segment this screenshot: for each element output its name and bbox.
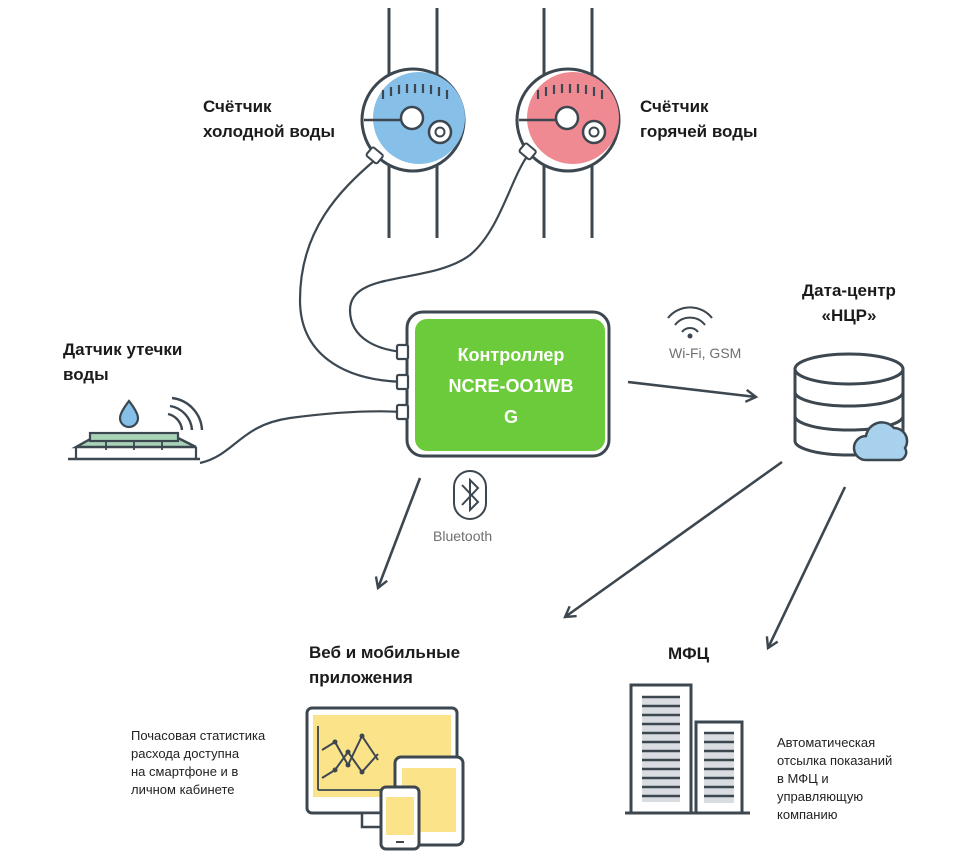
apps-note: Почасовая статистика расхода доступна на… [131, 728, 266, 797]
mfc-note: Автоматическая отсылка показаний в МФЦ и… [777, 735, 893, 822]
controller-label: Контроллер NCRE-OO1WB G [448, 344, 574, 427]
controller-box [395, 310, 611, 458]
buildings-icon [625, 683, 750, 815]
leak-sensor-icon [68, 396, 204, 461]
water-pipes [387, 8, 594, 238]
arrow-controller-to-apps [378, 477, 422, 588]
sensor-cables [199, 154, 529, 465]
cold-water-meter-icon [360, 67, 466, 173]
bluetooth-label: Bluetooth [433, 528, 493, 544]
mfc-label: МФЦ [668, 644, 710, 663]
hot-water-meter-icon [515, 67, 621, 173]
wifi-label: Wi-Fi, GSM [669, 345, 742, 361]
cloud-icon [852, 421, 909, 462]
phone-icon [379, 785, 421, 851]
wifi-icon [667, 306, 713, 339]
bluetooth-icon [453, 470, 487, 520]
arrow-datacenter-to-mfc [768, 486, 847, 648]
arrow-datacenter-to-apps [565, 460, 783, 617]
datacenter-label: Дата-центр«НЦР» [802, 281, 896, 325]
arrow-controller-to-datacenter [627, 380, 756, 397]
